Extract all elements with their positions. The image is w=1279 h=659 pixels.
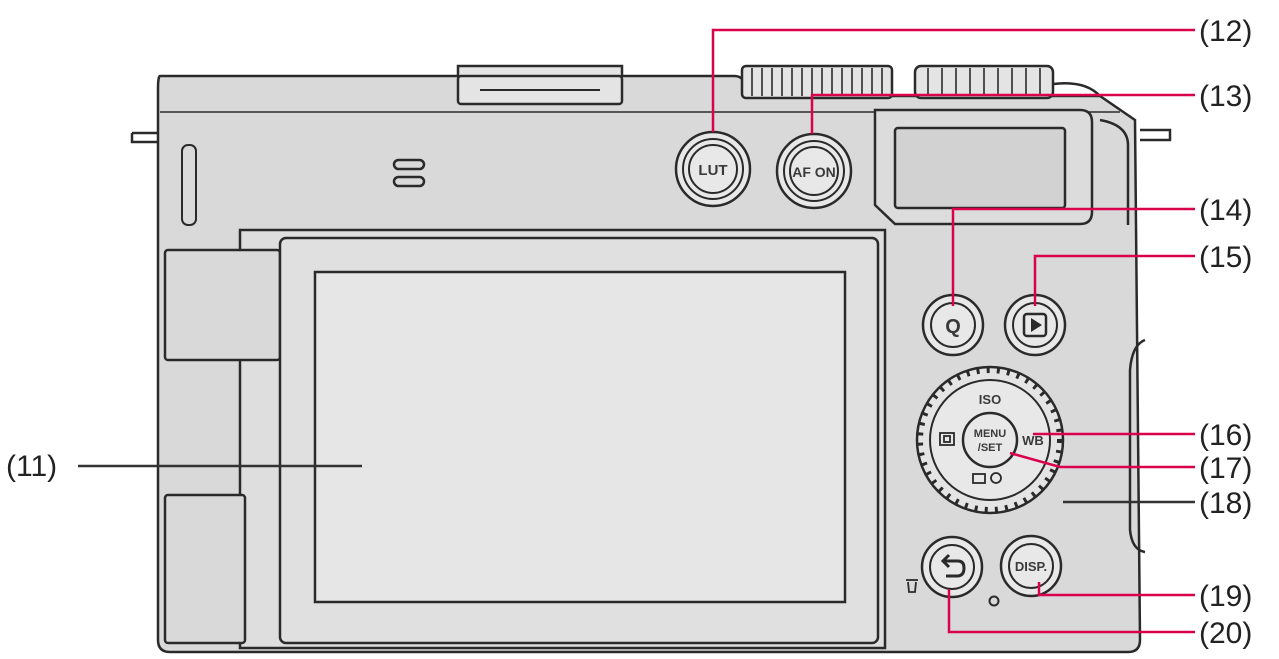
callout-16: (16) — [1199, 419, 1252, 452]
rear-dial-top — [740, 64, 894, 100]
dial-wb-label: WB — [1022, 433, 1044, 448]
menu-set-label-line2: /SET — [978, 442, 1003, 454]
playback-button[interactable] — [1003, 293, 1067, 357]
disp-button-label: DISP. — [1015, 559, 1047, 574]
side-port-cover — [181, 144, 197, 226]
callout-20: (20) — [1199, 617, 1252, 650]
quick-menu-button-label: Q — [945, 316, 961, 338]
focus-area-icon — [939, 432, 955, 446]
leader-17 — [1009, 451, 1195, 469]
leader-15 — [1033, 254, 1195, 306]
leader-13 — [810, 93, 1195, 134]
speaker-icon — [392, 158, 426, 188]
lut-button-label: LUT — [698, 162, 727, 179]
callout-12: (12) — [1199, 15, 1252, 48]
thumb-grip — [1099, 118, 1146, 554]
hot-shoe — [456, 64, 624, 106]
leader-14 — [951, 207, 1195, 306]
callout-13: (13) — [1199, 80, 1252, 113]
mode-dial — [913, 64, 1101, 100]
menu-set-button[interactable]: MENU /SET — [961, 411, 1019, 469]
callout-11: (11) — [6, 450, 57, 483]
leader-lines — [78, 28, 1195, 634]
trash-icon — [906, 579, 918, 593]
leader-12 — [711, 28, 1195, 132]
strap-lugs — [130, 128, 1172, 144]
callout-18: (18) — [1199, 487, 1252, 520]
play-icon — [1022, 312, 1048, 338]
return-arrow-icon — [940, 553, 966, 578]
callout-19: (19) — [1199, 580, 1252, 613]
monitor-screen[interactable] — [313, 270, 847, 604]
callout-labels: (11) (12) (13) (14) (15) (16) (17) (18) … — [6, 15, 1252, 650]
leader-20 — [947, 589, 1195, 634]
dial-iso-label: ISO — [979, 392, 1001, 407]
disp-button[interactable]: DISP. — [999, 534, 1063, 598]
status-indicator — [988, 595, 1000, 607]
callout-14: (14) — [1199, 194, 1252, 227]
lut-button[interactable]: LUT — [674, 130, 752, 208]
menu-set-label-line1: MENU — [974, 428, 1006, 440]
af-on-button-label: AF ON — [792, 164, 836, 180]
callout-17: (17) — [1199, 452, 1252, 485]
callout-15: (15) — [1199, 241, 1252, 274]
viewfinder — [873, 108, 1094, 226]
leader-19 — [1037, 582, 1195, 597]
back-button[interactable] — [920, 535, 984, 599]
af-on-button[interactable]: AF ON — [775, 132, 853, 210]
drive-mode-icon — [972, 472, 1002, 484]
